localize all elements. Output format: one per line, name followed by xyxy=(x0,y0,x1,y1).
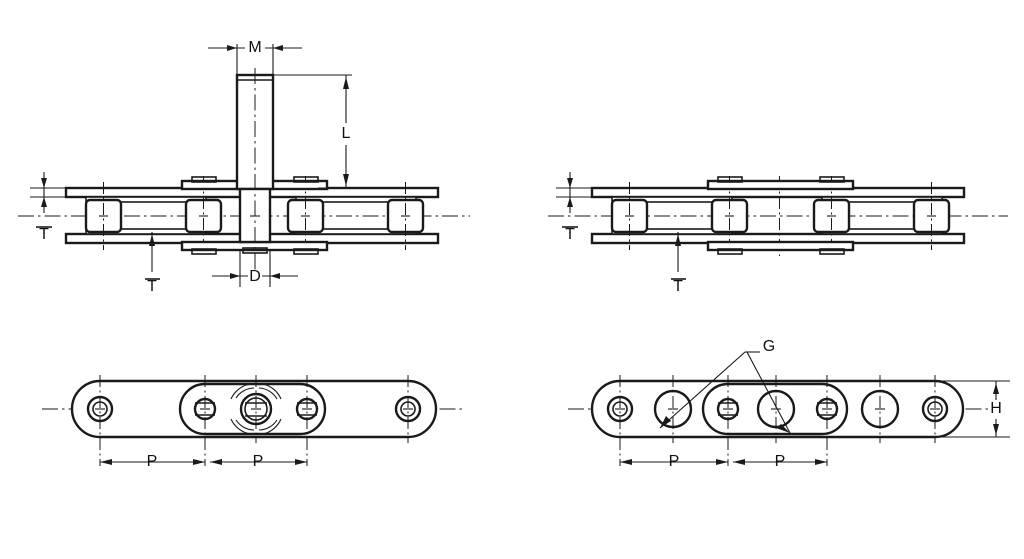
rivet-head xyxy=(819,248,845,255)
thread-arc-outer xyxy=(230,418,251,435)
dimension-L: L xyxy=(270,74,352,189)
arrow-head xyxy=(41,178,47,188)
arrow-head xyxy=(776,424,790,433)
arrow-head xyxy=(815,459,827,465)
arrow-head xyxy=(41,197,47,207)
dim-label-G: G xyxy=(763,338,775,355)
arrow-head xyxy=(270,273,280,279)
thread-arc xyxy=(258,387,278,400)
rivet-head xyxy=(191,176,217,183)
rivet-head xyxy=(717,176,743,183)
arrow-head xyxy=(343,174,349,186)
rivet-head xyxy=(819,176,845,183)
arrow-head xyxy=(100,459,112,465)
hole-centerlines xyxy=(619,375,936,466)
arrow-head xyxy=(295,459,307,465)
dim-label-P-right-1: P xyxy=(669,453,680,470)
leader-line-2 xyxy=(746,351,791,434)
thread-arc-outer xyxy=(230,383,251,400)
arrow-head xyxy=(993,383,999,394)
arrow-head xyxy=(733,459,745,465)
attachment-plate-top xyxy=(706,179,855,191)
view-top-right: T T xyxy=(548,172,1008,295)
arrow-head xyxy=(193,459,205,465)
dim-label-T-leader-right: T xyxy=(673,278,683,295)
dim-label-H: H xyxy=(990,400,1002,417)
dim-label-L: L xyxy=(342,125,351,142)
roller-centerlines xyxy=(103,176,406,250)
thread-arc xyxy=(258,419,278,431)
callout-G: G xyxy=(659,338,791,434)
rivet-head xyxy=(717,248,743,255)
dimension-P-right-1: P xyxy=(620,453,728,470)
arrow-head xyxy=(149,234,155,246)
arrow-head xyxy=(273,45,283,51)
dimension-P-left-1: P xyxy=(100,453,205,470)
dimension-T-left: T xyxy=(30,172,90,243)
dimension-P-left-2: P xyxy=(210,453,307,470)
view-bottom-right: G P P H xyxy=(568,338,1010,470)
attachment-rivets xyxy=(717,176,845,255)
dim-label-D: D xyxy=(249,268,261,285)
arrow-head xyxy=(227,45,237,51)
dim-label-T-leader-left: T xyxy=(147,278,157,295)
thread-arc-outer xyxy=(262,383,282,400)
dimension-H: H xyxy=(933,380,1010,438)
dim-label-P-left-2: P xyxy=(253,453,264,470)
thread-arc xyxy=(235,387,255,399)
rivet-head xyxy=(293,248,319,255)
dim-label-T-right: T xyxy=(565,226,575,243)
arrow-head xyxy=(343,77,349,89)
dim-label-P-right-2: P xyxy=(775,453,786,470)
rivet-head xyxy=(191,248,217,255)
attachment-plate-bottom xyxy=(706,240,855,252)
rivet-head xyxy=(293,176,319,183)
arrow-head xyxy=(230,273,240,279)
arrow-head xyxy=(567,197,573,207)
arrow-head xyxy=(716,459,728,465)
dimension-M: M xyxy=(208,39,302,78)
dimension-D: D xyxy=(212,250,298,287)
dim-label-M: M xyxy=(248,39,261,56)
arrow-head xyxy=(660,416,671,428)
dimension-T-leader-left: T xyxy=(145,232,160,295)
thread-arc xyxy=(235,419,255,431)
arrow-head xyxy=(993,424,999,435)
dim-label-P-left-1: P xyxy=(147,453,158,470)
dimension-P-right-2: P xyxy=(733,453,827,470)
dimension-T-leader-right: T xyxy=(671,232,686,295)
leader-line-1 xyxy=(659,351,746,429)
view-top-left: M L T T xyxy=(18,39,470,295)
view-bottom-left: P P xyxy=(42,375,462,470)
arrow-head xyxy=(675,234,681,246)
arrow-head xyxy=(210,459,222,465)
arrow-head xyxy=(620,459,632,465)
dimension-T-right: T xyxy=(556,172,616,243)
dim-label-T-left: T xyxy=(39,226,49,243)
thread-arc-outer xyxy=(262,418,282,435)
hole-centerlines xyxy=(99,375,409,466)
arrow-head xyxy=(567,178,573,188)
